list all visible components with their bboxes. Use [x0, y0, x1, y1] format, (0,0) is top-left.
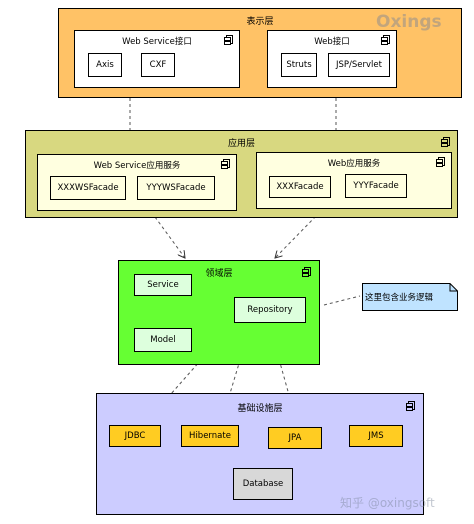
jdbc-node: JDBC	[109, 425, 161, 447]
service-node: Service	[134, 274, 192, 296]
webservice-interface-box: Web Service接口 Axis CXF	[74, 30, 240, 88]
domain-layer: 领域层 Service Model Repository	[118, 260, 320, 365]
repository-node: Repository	[234, 297, 306, 323]
jsp-servlet-node: JSP/Servlet	[328, 53, 390, 77]
watermark-bottom: 知乎 @oxingsoft	[340, 496, 435, 510]
business-logic-note: 这里包含业务逻辑	[362, 283, 458, 311]
arrow-app-to-domain-right	[275, 211, 321, 258]
component-icon	[224, 35, 233, 45]
xxxwsfacade-node: XXXWSFacade	[50, 176, 126, 200]
infrastructure-layer: 基础设施层 JDBC Hibernate JPA JMS Database	[96, 393, 424, 515]
component-icon	[406, 401, 415, 411]
web-app-title: Web应用服务	[327, 159, 381, 169]
struts-node: Struts	[281, 53, 317, 77]
component-icon	[221, 159, 230, 169]
jms-node: JMS	[349, 425, 403, 447]
axis-node: Axis	[88, 53, 122, 77]
application-layer: 应用层 Web Service应用服务 XXXWSFacade YYYWSFac…	[25, 130, 458, 218]
web-app-box: Web应用服务 XXXFacade YYYFacade	[256, 152, 452, 209]
model-node: Model	[134, 328, 192, 352]
watermark-top: Oxings	[376, 12, 442, 32]
yyyfacade-node: YYYFacade	[345, 174, 407, 198]
note-shape	[362, 283, 458, 311]
database-node: Database	[233, 468, 293, 500]
presentation-layer: 表示层 Web Service接口 Axis CXF Web接口 Struts …	[58, 8, 462, 98]
xxxfacade-node: XXXFacade	[269, 176, 331, 198]
jpa-node: JPA	[268, 427, 322, 449]
web-interface-title: Web接口	[314, 37, 350, 47]
webservice-app-title: Web Service应用服务	[93, 161, 181, 171]
hibernate-node: Hibernate	[181, 425, 239, 447]
cxf-node: CXF	[141, 53, 175, 77]
note-link	[323, 295, 361, 306]
component-icon	[441, 137, 450, 147]
webservice-interface-title: Web Service接口	[122, 37, 192, 47]
yyywsfacade-node: YYYWSFacade	[137, 176, 215, 200]
web-interface-box: Web接口 Struts JSP/Servlet	[267, 30, 397, 88]
application-layer-title: 应用层	[227, 139, 255, 149]
component-icon	[436, 157, 445, 167]
note-text: 这里包含业务逻辑	[365, 293, 434, 303]
infrastructure-layer-title: 基础设施层	[237, 404, 283, 414]
component-icon	[381, 35, 390, 45]
presentation-layer-title: 表示层	[246, 17, 274, 27]
arrow-app-to-domain-left	[154, 216, 185, 258]
webservice-app-box: Web Service应用服务 XXXWSFacade YYYWSFacade	[37, 154, 237, 211]
domain-layer-title: 领域层	[205, 269, 233, 279]
component-icon	[302, 267, 311, 277]
